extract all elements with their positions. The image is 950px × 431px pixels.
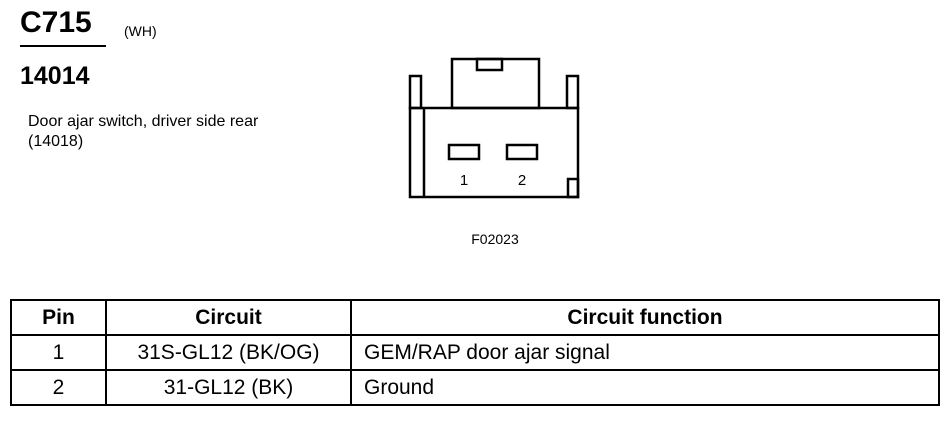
connector-description: Door ajar switch, driver side rear (1401… [28, 113, 259, 150]
part-number: 14014 [20, 62, 90, 90]
circuit-cell: 31-GL12 (BK) [105, 369, 352, 406]
title-underline [20, 45, 106, 47]
pin-2-cavity [505, 143, 539, 161]
pin-1-cavity [447, 143, 481, 161]
table-row: 2 31-GL12 (BK) Ground [10, 369, 940, 406]
pin-2-label: 2 [518, 172, 526, 189]
connector-face-diagram: 1 2 [408, 57, 580, 199]
table-row: 1 31S-GL12 (BK/OG) GEM/RAP door ajar sig… [10, 334, 940, 371]
connector-id: C715 [20, 6, 92, 39]
circuit-function-cell: GEM/RAP door ajar signal [350, 334, 940, 371]
connector-right-post [565, 74, 580, 110]
connector-color: (WH) [124, 23, 157, 39]
table-header-row: Pin Circuit Circuit function [10, 299, 940, 336]
pinout-table: Pin Circuit Circuit function 1 31S-GL12 … [10, 299, 940, 406]
figure-code: F02023 [471, 231, 519, 247]
connector-latch-tab [475, 57, 504, 72]
circuit-function-cell: Ground [350, 369, 940, 406]
header-pin: Pin [10, 299, 107, 336]
header-circuit-function: Circuit function [350, 299, 940, 336]
connector-body [408, 106, 580, 199]
connector-key [566, 177, 580, 199]
header-circuit: Circuit [105, 299, 352, 336]
pin-cell: 1 [10, 334, 107, 371]
pin-1-label: 1 [460, 172, 468, 189]
connector-latch [450, 57, 541, 110]
pin-cell: 2 [10, 369, 107, 406]
circuit-cell: 31S-GL12 (BK/OG) [105, 334, 352, 371]
connector-left-post [408, 74, 423, 110]
